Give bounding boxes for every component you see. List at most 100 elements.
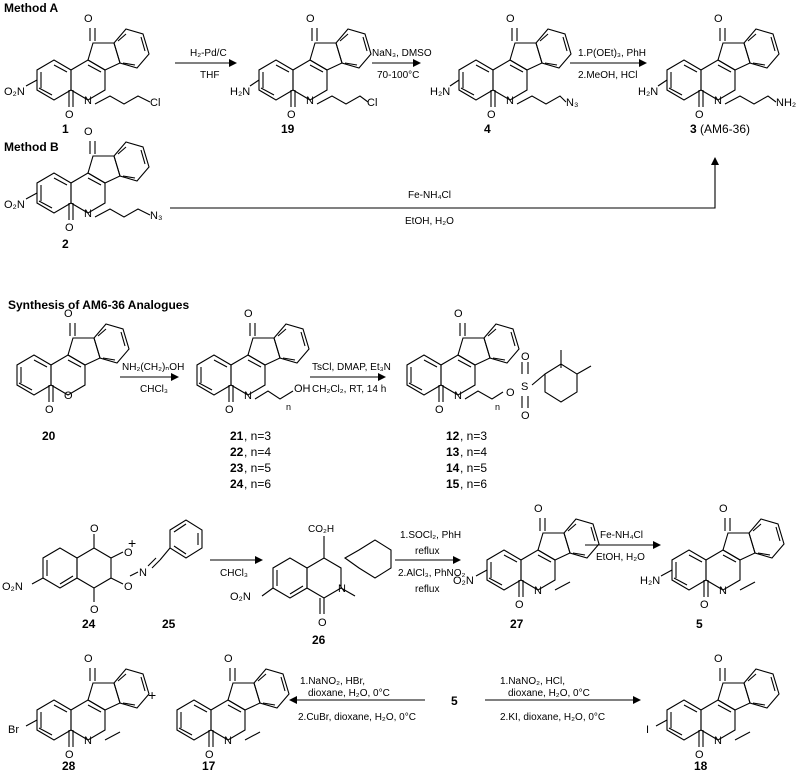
structure-compound-21-24 xyxy=(196,322,310,403)
structure-compound-27 xyxy=(475,517,600,598)
reagent-s4-2: reflux xyxy=(415,546,439,557)
label-n-12: , n=3 xyxy=(460,429,487,443)
atom-o: O xyxy=(435,404,444,416)
atom-n: N xyxy=(306,95,314,107)
structure-compound-1 xyxy=(25,27,151,108)
label-n-13: , n=4 xyxy=(460,445,487,459)
method-a-row xyxy=(25,27,780,108)
label-compound-28: 28 xyxy=(62,759,76,772)
label-compound-24: 24 xyxy=(230,477,244,491)
reagent-a1-bot: THF xyxy=(200,70,219,81)
label-compound-5b: 5 xyxy=(451,694,458,708)
atom-n: N xyxy=(84,95,92,107)
label-n-21: , n=3 xyxy=(244,429,271,443)
atom-o: O xyxy=(124,581,133,593)
reagent-s6-3: 2.CuBr, dioxane, H₂O, 0°C xyxy=(298,712,416,723)
atom-n: N xyxy=(714,95,722,107)
atom-n: N xyxy=(244,390,252,402)
label-compound-2: 2 xyxy=(62,237,69,251)
analogue-row-1 xyxy=(16,322,592,408)
atom-o: O xyxy=(700,599,709,611)
label-compound-15: 15 xyxy=(446,477,460,491)
atom-nh2: NH₂ xyxy=(776,97,796,109)
structure-compound-17 xyxy=(176,667,290,748)
atom-n3: N₃ xyxy=(566,97,578,109)
atom-o: O xyxy=(65,109,74,121)
label-n-15: , n=6 xyxy=(460,477,487,491)
atom-o: O xyxy=(506,387,515,399)
atom-n: N xyxy=(84,735,92,747)
label-compound-14: 14 xyxy=(446,461,460,475)
reagent-s5-top: Fe-NH₄Cl xyxy=(600,530,643,541)
reagent-s4-4: reflux xyxy=(415,584,439,595)
arrow-b1 xyxy=(170,157,719,209)
structure-compound-4 xyxy=(449,27,572,108)
atom-o: O xyxy=(506,13,515,25)
atom-oh: OH xyxy=(294,383,311,395)
atom-no2: O₂N xyxy=(4,86,25,98)
atom-cl: Cl xyxy=(367,97,377,109)
reagent-b1-top: Fe-NH₄Cl xyxy=(408,190,451,201)
structure-compound-2 xyxy=(25,140,151,221)
atom-o: O xyxy=(695,749,704,761)
structure-compound-26 xyxy=(261,536,392,614)
atom-o: O xyxy=(454,308,463,320)
atom-n: N xyxy=(719,585,727,597)
reagent-a2-bot: 70-100°C xyxy=(377,70,419,81)
atom-n: N xyxy=(84,208,92,220)
label-compound-12: 12 xyxy=(446,429,460,443)
structure-compound-5 xyxy=(660,517,785,598)
atom-o: O xyxy=(124,547,133,559)
atom-n-subscript: n xyxy=(286,402,291,412)
label-n-14: , n=5 xyxy=(460,461,487,475)
atom-o: O xyxy=(225,404,234,416)
reagent-s7-2: dioxane, H₂O, 0°C xyxy=(508,688,590,699)
reagent-s7-3: 2.KI, dioxane, H₂O, 0°C xyxy=(500,712,605,723)
atom-cl: Cl xyxy=(150,97,160,109)
label-compound-21: 21 xyxy=(230,429,244,443)
label-compound-22: 22 xyxy=(230,445,244,459)
label-compound-20: 20 xyxy=(42,429,56,443)
atom-n: N xyxy=(714,735,722,747)
atom-o: O xyxy=(714,653,723,665)
atom-o: O xyxy=(244,308,253,320)
analogue-row-2 xyxy=(31,517,785,614)
atom-no2: O₂N xyxy=(453,575,474,587)
atom-n: N xyxy=(534,585,542,597)
atom-o: O xyxy=(84,126,93,138)
atom-n: N xyxy=(506,95,514,107)
reagent-s2-top: TsCl, DMAP, Et₃N xyxy=(312,362,391,373)
label-compound-3-name: (AM6-36) xyxy=(700,122,750,136)
reagent-s2-bot: CH₂Cl₂, RT, 14 h xyxy=(312,384,386,395)
label-compound-18: 18 xyxy=(694,759,708,772)
atom-o: O xyxy=(521,351,530,363)
atom-no2: O₂N xyxy=(230,591,251,603)
reagent-a3-bot: 2.MeOH, HCl xyxy=(578,70,637,81)
reagent-s3: CHCl₃ xyxy=(220,568,248,579)
atom-o: O xyxy=(521,410,530,422)
atom-h2n: H₂N xyxy=(638,86,658,98)
atom-o: O xyxy=(487,109,496,121)
structure-compound-24-anhydride xyxy=(31,534,124,602)
structure-compound-12-15 xyxy=(406,322,592,408)
atom-h2n: H₂N xyxy=(640,575,660,587)
reagent-s6-2: dioxane, H₂O, 0°C xyxy=(308,688,390,699)
reagent-a1-top: H₂-Pd/C xyxy=(190,48,227,59)
label-compound-17: 17 xyxy=(202,759,216,772)
label-n-22: , n=4 xyxy=(244,445,271,459)
atom-n-subscript: n xyxy=(495,402,500,412)
atom-o: O xyxy=(534,503,543,515)
atom-n: N xyxy=(454,390,462,402)
plus-sign-2: + xyxy=(148,687,156,703)
structure-compound-19 xyxy=(249,27,372,108)
atom-o: O xyxy=(224,653,233,665)
label-compound-25: 25 xyxy=(162,617,176,631)
label-compound-27: 27 xyxy=(510,617,524,631)
structure-compound-3 xyxy=(657,27,780,108)
label-compound-13: 13 xyxy=(446,445,460,459)
atom-o: O xyxy=(719,503,728,515)
reagent-a2-top: NaN₃, DMSO xyxy=(372,48,432,59)
atom-br: Br xyxy=(8,724,19,736)
